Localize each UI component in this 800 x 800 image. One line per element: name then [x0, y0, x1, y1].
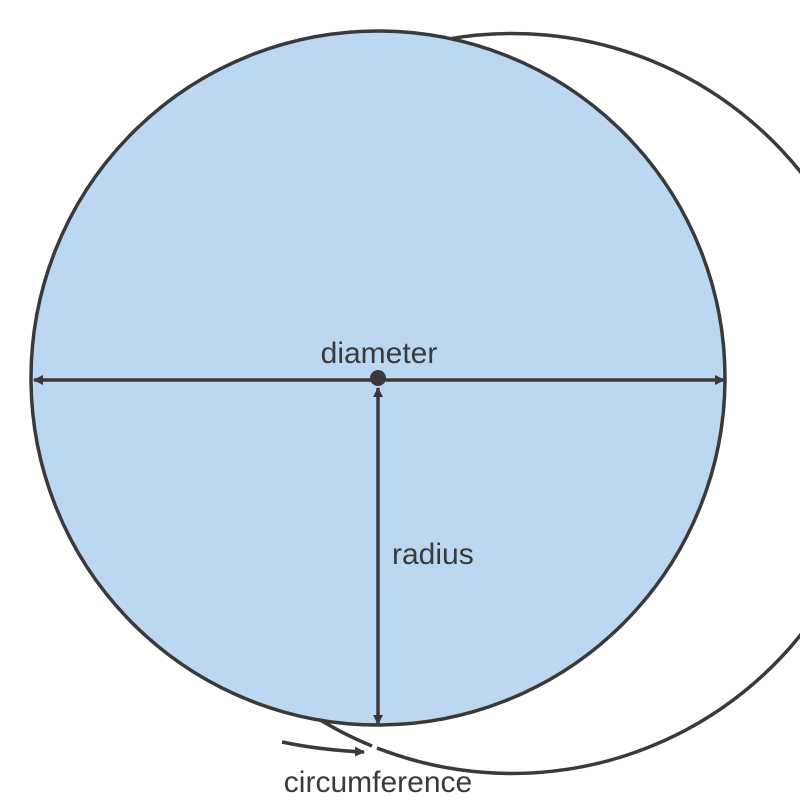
- circumference-label: circumference: [284, 766, 472, 799]
- diameter-label: diameter: [321, 337, 438, 370]
- radius-label: radius: [392, 538, 474, 571]
- circumference-arrow: [281, 740, 365, 757]
- center-point: [370, 370, 386, 386]
